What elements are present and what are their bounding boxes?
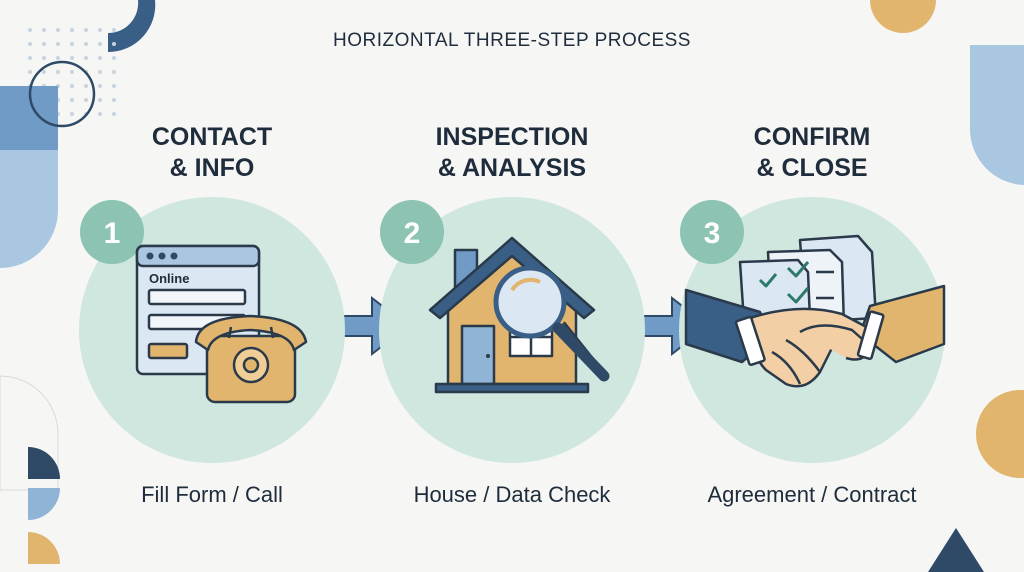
step-1-badge bbox=[80, 200, 144, 264]
step-2-number: 2 bbox=[404, 217, 421, 250]
step-1-title: CONTACT & INFO bbox=[82, 122, 342, 184]
diagram-title: HORIZONTAL THREE-STEP PROCESS bbox=[333, 30, 691, 51]
online-form-label: Online bbox=[149, 271, 189, 286]
step-1-title-line1: CONTACT bbox=[151, 123, 273, 151]
step-2-title-line2: & ANALYSIS bbox=[437, 154, 587, 182]
house-with-magnifier-icon bbox=[428, 236, 610, 394]
step-1-number: 1 bbox=[104, 217, 121, 250]
step-3-title-line1: CONFIRM bbox=[753, 123, 871, 151]
step-2-caption: House / Data Check bbox=[413, 482, 611, 507]
step-2-title: INSPECTION & ANALYSIS bbox=[382, 122, 642, 184]
step-3-badge bbox=[680, 200, 744, 264]
step-3-caption: Agreement / Contract bbox=[707, 482, 917, 507]
step-1-caption: Fill Form / Call bbox=[141, 482, 283, 507]
step-3-number: 3 bbox=[704, 217, 721, 250]
step-1-title-line2: & INFO bbox=[169, 154, 255, 182]
online-form-and-telephone-icon bbox=[135, 244, 308, 404]
step-3-title-line2: & CLOSE bbox=[756, 154, 868, 182]
handshake-with-documents-icon bbox=[684, 234, 946, 388]
step-3-title: CONFIRM & CLOSE bbox=[682, 122, 942, 184]
step-2-title-line1: INSPECTION bbox=[435, 123, 589, 151]
step-2-badge bbox=[380, 200, 444, 264]
